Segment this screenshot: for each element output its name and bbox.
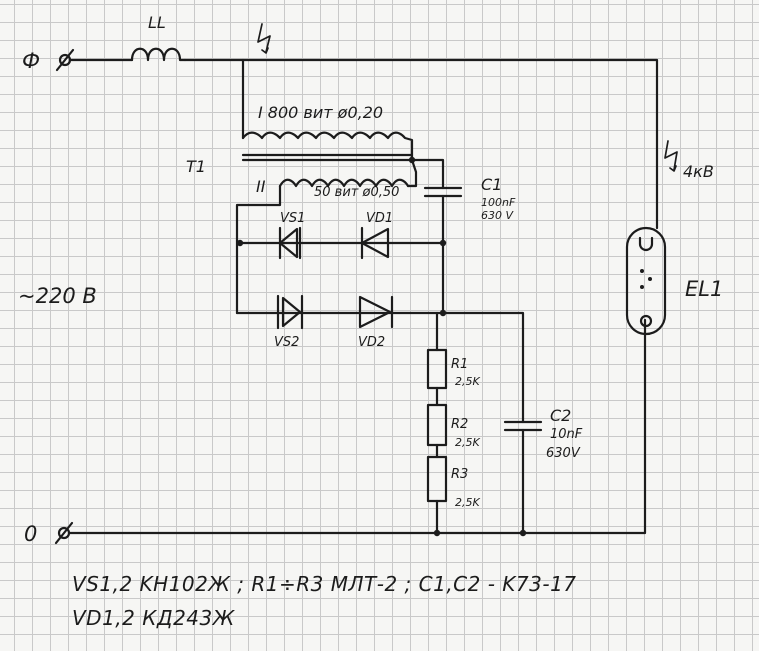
secondary-winding-spec: 50 вит ø0,50 [314, 185, 399, 200]
transformer-label: T1 [186, 157, 206, 176]
neutral-wire [68, 318, 647, 535]
phase-terminal [55, 48, 75, 72]
primary-end-wire [410, 158, 445, 190]
capacitor-c1 [423, 186, 463, 198]
c2-upper-wire [441, 311, 525, 424]
c1-value: 100nF [481, 196, 516, 209]
primary-winding [241, 131, 414, 162]
main-wires [68, 58, 659, 535]
diode-vd2 [358, 295, 394, 329]
r3-value: 2,5K [455, 496, 480, 509]
phase-wire-to-lamp [183, 58, 659, 230]
neutral-terminal [54, 521, 74, 545]
c1-voltage: 630 V [481, 209, 514, 222]
c2-voltage: 630V [546, 446, 581, 461]
c1-label: C1 [481, 175, 502, 194]
secondary-end-wire [406, 158, 418, 188]
resistor-r1 [426, 348, 448, 390]
resistor-r2 [426, 403, 448, 447]
inductor-label: LL [148, 13, 166, 32]
left-bus-wire [235, 184, 282, 315]
transformer-t1 [241, 131, 414, 188]
c2-value: 10nF [550, 427, 583, 442]
junction-dot [439, 239, 447, 247]
neutral-label: 0 [24, 522, 37, 546]
vd2-label: VD2 [358, 335, 385, 350]
supply-voltage-label: ~220 В [18, 284, 97, 308]
hv-voltage-label: 4кВ [683, 162, 714, 181]
r2-label: R2 [451, 417, 468, 432]
phase-label: Ф [22, 49, 40, 73]
lamp-label: EL1 [685, 277, 723, 301]
thyristor-vs2 [276, 294, 304, 330]
r1-label: R1 [451, 357, 468, 372]
primary-winding-label: I 800 вит ø0,20 [258, 103, 383, 122]
vd1-label: VD1 [366, 211, 393, 226]
hv-lightning-icon [664, 140, 678, 171]
secondary-winding-label: II [256, 177, 266, 196]
parts-note-line-2: VD1,2 КД243Ж [72, 606, 236, 630]
r2-value: 2,5K [455, 436, 480, 449]
lightning-icon [257, 23, 271, 53]
secondary-winding [278, 178, 410, 188]
vs1-label: VS1 [280, 211, 305, 226]
r1-value: 2,5K [455, 375, 480, 388]
r3-label: R3 [451, 467, 468, 482]
inductor-ll [130, 47, 187, 62]
vs2-label: VS2 [274, 335, 299, 350]
resistor-r3 [426, 455, 448, 503]
junction-dot [433, 529, 441, 537]
diode-vd1 [360, 226, 390, 260]
capacitor-c2 [503, 420, 543, 432]
lamp-el1 [625, 226, 667, 336]
parts-note-line-1: VS1,2 KH102Ж ; R1÷R3 МЛТ-2 ; C1,C2 - K73… [72, 572, 577, 596]
thyristor-vs1 [278, 226, 302, 260]
junction-dot [519, 529, 527, 537]
c2-label: C2 [550, 406, 571, 425]
